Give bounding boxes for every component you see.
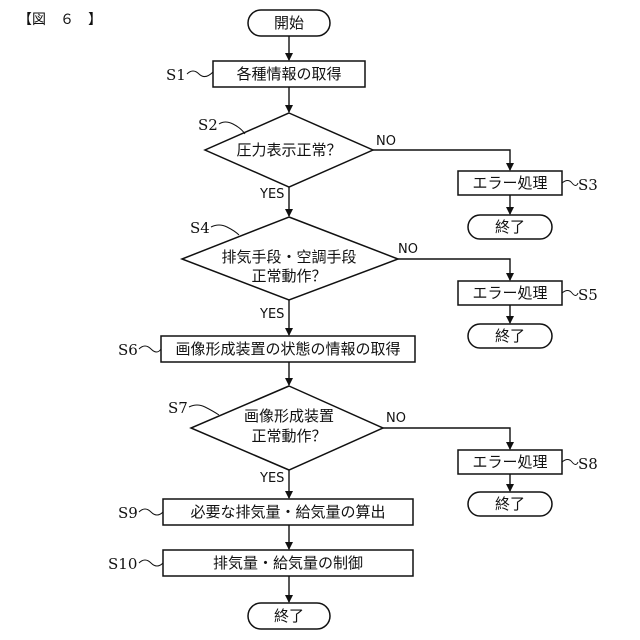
s8-end-label: 終了 xyxy=(495,495,525,513)
step-label-s7: S7 xyxy=(168,399,188,417)
leader-s5 xyxy=(562,291,578,296)
step-label-s10: S10 xyxy=(108,555,137,573)
s2-no-label: NO xyxy=(376,134,396,149)
figure-label: 【図 ６ 】 xyxy=(18,12,102,28)
s7-label-line2: 正常動作？ xyxy=(251,427,326,445)
s5-end-label: 終了 xyxy=(495,327,525,345)
s2-label: 圧力表示正常？ xyxy=(236,141,341,159)
step-label-s5: S5 xyxy=(578,286,598,304)
s7-label-line1: 画像形成装置 xyxy=(244,407,334,425)
leader-s1 xyxy=(187,71,213,77)
leader-s3 xyxy=(562,181,578,186)
s9-label: 必要な排気量・給気量の算出 xyxy=(190,503,385,521)
leader-s4 xyxy=(211,225,239,235)
arrow-s4-no xyxy=(398,259,510,280)
leader-s6 xyxy=(139,346,161,352)
step-label-s6: S6 xyxy=(118,341,138,359)
step-label-s4: S4 xyxy=(190,219,210,237)
step-label-s9: S9 xyxy=(118,504,138,522)
s8-label: エラー処理 xyxy=(472,453,547,471)
s10-label: 排気量・給気量の制御 xyxy=(213,554,363,572)
leader-s9 xyxy=(139,509,163,515)
s4-yes-label: YES xyxy=(259,307,284,322)
s3-label: エラー処理 xyxy=(472,174,547,192)
end-label: 終了 xyxy=(274,607,304,625)
s5-label: エラー処理 xyxy=(472,284,547,302)
s7-yes-label: YES xyxy=(259,471,284,486)
s4-label-line2: 正常動作？ xyxy=(251,267,326,285)
leader-s2 xyxy=(219,122,245,134)
leader-s8 xyxy=(562,460,578,465)
step-label-s2: S2 xyxy=(198,116,218,134)
step-label-s8: S8 xyxy=(578,455,598,473)
s3-end-label: 終了 xyxy=(495,218,525,236)
step-label-s3: S3 xyxy=(578,176,598,194)
s6-label: 画像形成装置の状態の情報の取得 xyxy=(175,340,400,358)
leader-s7 xyxy=(189,405,219,415)
arrow-s2-no xyxy=(373,150,510,170)
leader-s10 xyxy=(139,560,163,566)
step-label-s1: S1 xyxy=(166,66,186,84)
s4-label-line1: 排気手段・空調手段 xyxy=(221,248,356,266)
arrow-s7-no xyxy=(383,428,510,449)
s4-no-label: NO xyxy=(398,242,418,257)
start-label: 開始 xyxy=(274,14,304,32)
s2-yes-label: YES xyxy=(259,187,284,202)
s7-no-label: NO xyxy=(386,411,406,426)
s1-label: 各種情報の取得 xyxy=(236,65,341,83)
